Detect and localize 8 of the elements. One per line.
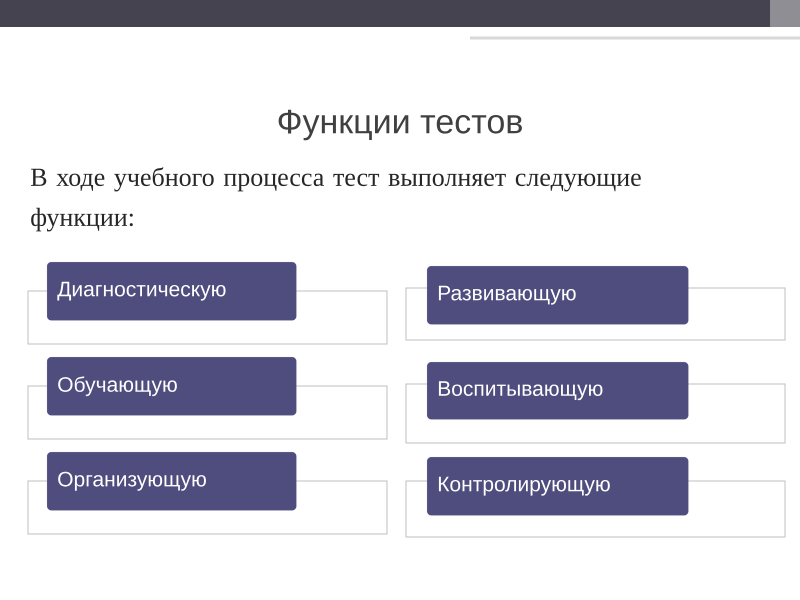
function-box: Воспитывающую [406, 362, 786, 444]
body-text: В ходе учебного процесса тест выполняет следующие функции: [30, 167, 641, 232]
function-box: Диагностическую [28, 262, 388, 344]
function-box: Организующую [28, 452, 388, 534]
function-box: Контролирующую [406, 457, 786, 538]
title: Функции тестов [278, 110, 522, 140]
function-box: Развивающую [406, 266, 786, 340]
function-box: Обучающую [28, 357, 388, 440]
